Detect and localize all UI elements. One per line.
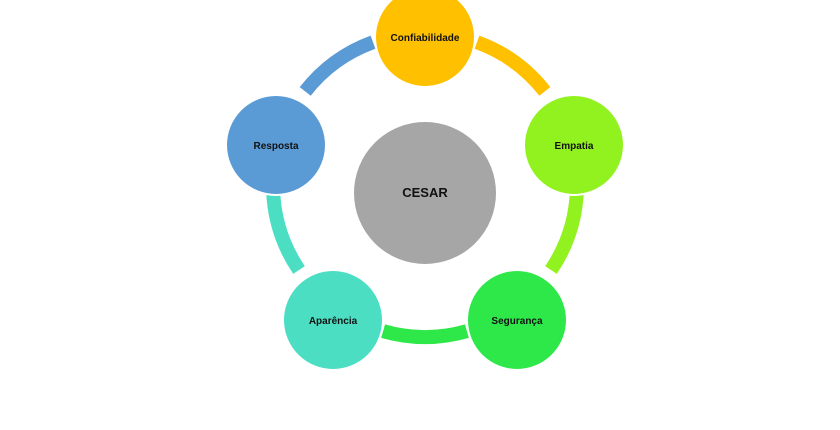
cycle-ring (266, 35, 584, 344)
node-circle-empatia (523, 94, 625, 196)
node-label-aparencia: Aparência (309, 316, 358, 327)
node-label-empatia: Empatia (555, 141, 594, 152)
center-label: CESAR (402, 185, 448, 200)
node-circle-aparencia (282, 269, 384, 371)
node-seguranca: Segurança (466, 269, 568, 371)
node-circle-seguranca (466, 269, 568, 371)
center-node: CESAR (352, 120, 498, 266)
node-resposta: Resposta (225, 94, 327, 196)
node-circle-resposta (225, 94, 327, 196)
node-confiabilidade: Confiabilidade (374, 0, 476, 88)
node-label-resposta: Resposta (253, 141, 298, 152)
center-circle (352, 120, 498, 266)
ring-segment-resposta-confiabilidade (299, 35, 376, 96)
ring-segment-empatia-seguranca (545, 189, 584, 274)
ring-segment-confiabilidade-empatia (474, 35, 551, 96)
node-circle-confiabilidade (374, 0, 476, 88)
node-empatia: Empatia (523, 94, 625, 196)
node-aparencia: Aparência (282, 269, 384, 371)
node-label-confiabilidade: Confiabilidade (391, 33, 460, 44)
ring-segment-seguranca-aparencia (381, 324, 469, 344)
ring-segment-aparencia-resposta (266, 189, 305, 274)
node-label-seguranca: Segurança (491, 316, 543, 327)
